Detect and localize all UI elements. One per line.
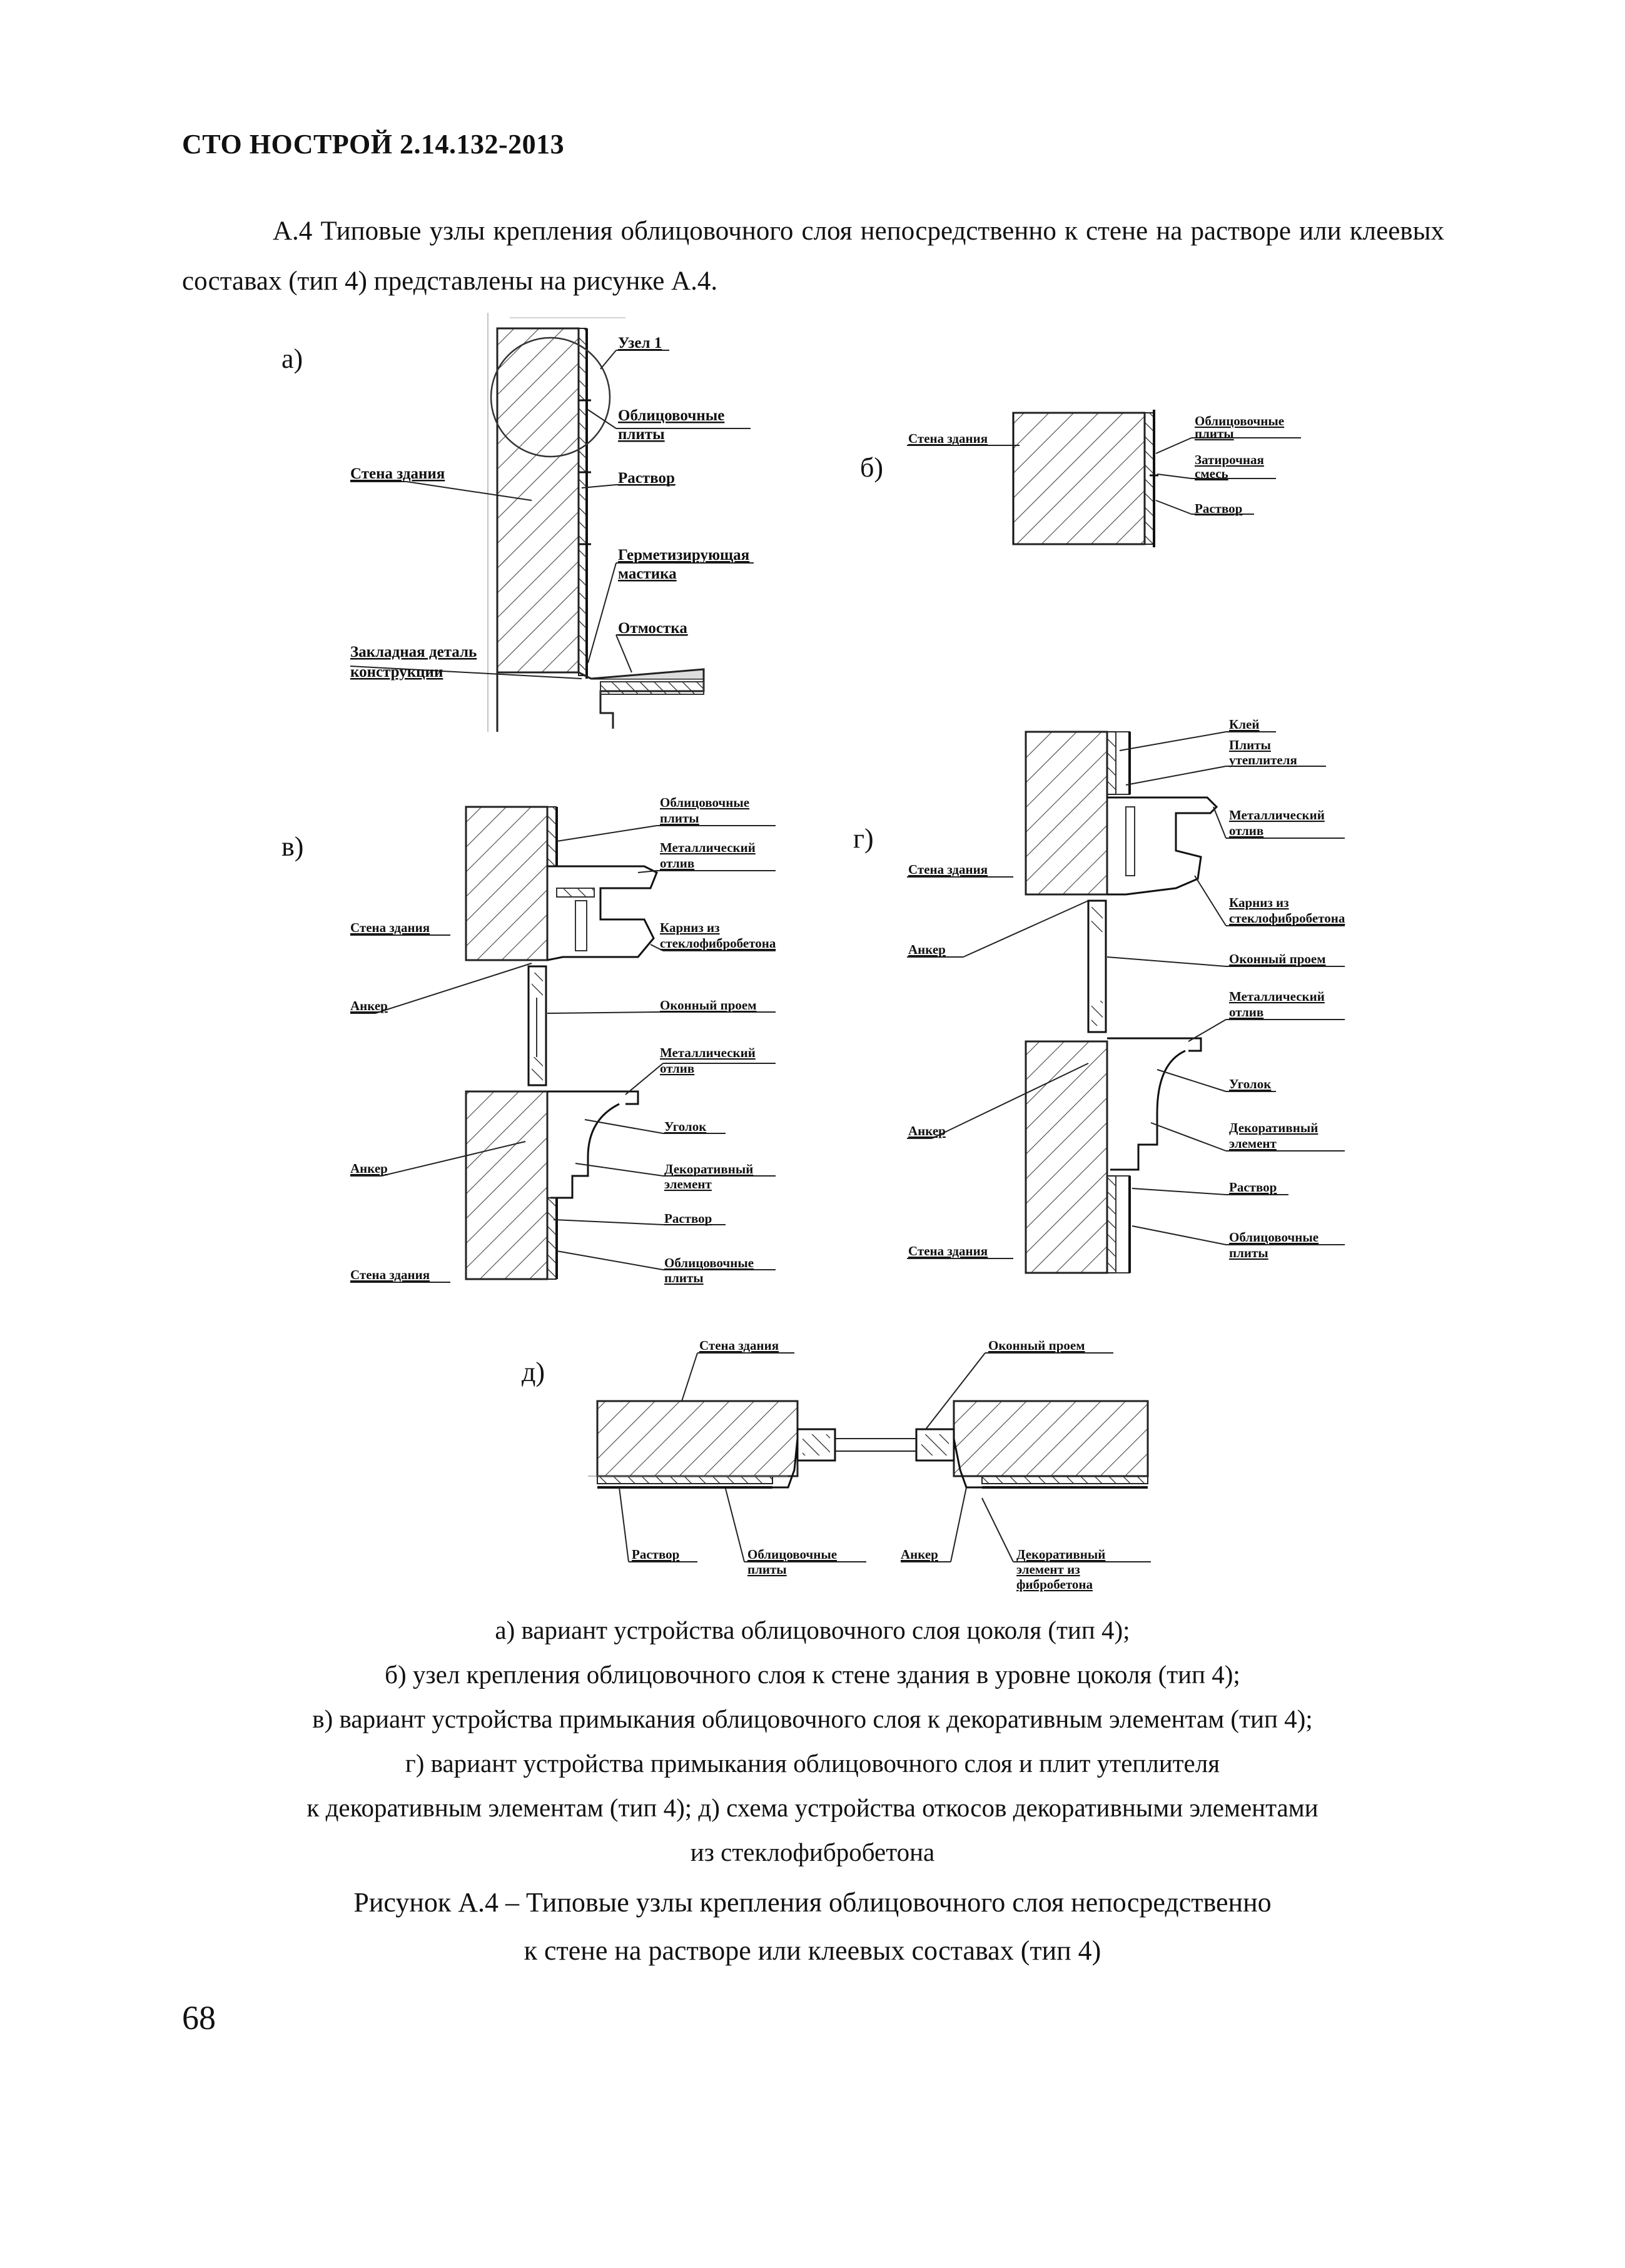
label-wall: Стена здания xyxy=(350,465,445,482)
label-embed-2: конструкции xyxy=(350,664,443,681)
caption-line: в) вариант устройства примыкания облицов… xyxy=(312,1704,1313,1733)
panel-d-labels: Стена здания Оконный проем Раствор Облиц… xyxy=(632,1338,1105,1592)
label-cornice-1: Карниз из xyxy=(1229,895,1289,910)
label-anchor-top: Анкер xyxy=(908,942,946,957)
panel-v-callouts xyxy=(350,825,776,1283)
label-mortar: Раствор xyxy=(664,1211,712,1226)
label-window: Оконный проем xyxy=(660,998,757,1013)
label-drip-bot-1: Металлический xyxy=(660,1045,756,1060)
panel-g-labels: Клей Плиты утеплителя Металлический отли… xyxy=(908,717,1345,1260)
label-mortar: Раствор xyxy=(632,1547,679,1562)
label-deco-3: фибробетона xyxy=(1016,1577,1093,1592)
caption-line: из стеклофибробетона xyxy=(690,1838,935,1866)
label-deco-1: Декоративный xyxy=(1016,1547,1105,1562)
label-window: Оконный проем xyxy=(988,1338,1085,1353)
label-drip-top-1: Металлический xyxy=(1229,807,1325,823)
label-wall: Стена здания xyxy=(908,431,988,446)
label-cornice-1: Карниз из xyxy=(660,920,720,935)
label-plates-2: плиты xyxy=(1229,1245,1268,1260)
label-sealant-2: мастика xyxy=(618,565,677,582)
label-plates-bot-1: Облицовочные xyxy=(664,1255,754,1270)
label-deco-1: Декоративный xyxy=(1229,1120,1318,1135)
label-drip-bot-2: отлив xyxy=(660,1061,694,1076)
intro-paragraph: А.4 Типовые узлы крепления облицовочного… xyxy=(182,216,1444,296)
panel-g-drawing xyxy=(1025,731,1218,1274)
label-drip-top-1: Металлический xyxy=(660,840,756,855)
panel-a-letter: а) xyxy=(281,343,303,374)
caption-line: б) узел крепления облицовочного слоя к с… xyxy=(385,1660,1240,1689)
panel-g-letter: г) xyxy=(853,823,874,854)
panel-a-drawing xyxy=(487,313,705,732)
figure-title-line: к стене на растворе или клеевых составах… xyxy=(524,1935,1101,1966)
label-mortar: Раствор xyxy=(1195,501,1242,516)
label-plates-top-2: плиты xyxy=(660,811,699,826)
label-wall: Стена здания xyxy=(699,1338,779,1353)
label-deco-2: элемент из xyxy=(1016,1562,1080,1577)
panel-b-callouts xyxy=(907,437,1301,515)
label-anchor-top: Анкер xyxy=(350,998,388,1013)
label-blind: Отмостка xyxy=(618,620,687,637)
page-number: 68 xyxy=(182,1999,216,2037)
label-drip-bot-1: Металлический xyxy=(1229,989,1325,1004)
label-grout-1: Затирочная xyxy=(1195,452,1264,467)
panel-a-callouts xyxy=(350,350,754,679)
label-deco-2: элемент xyxy=(664,1177,712,1192)
label-glue: Клей xyxy=(1229,717,1259,732)
label-mortar: Раствор xyxy=(618,470,675,487)
document-code-header: СТО НОСТРОЙ 2.14.132-2013 xyxy=(182,129,565,159)
label-plates-1: Облицовочные xyxy=(618,407,724,424)
label-insul-2: утеплителя xyxy=(1229,752,1297,767)
label-plates-2: плиты xyxy=(1195,426,1234,441)
panel-d-letter: д) xyxy=(522,1357,545,1387)
panel-a-labels: Узел 1 Облицовочные плиты Стена здания Р… xyxy=(350,335,749,681)
caption-line: а) вариант устройства облицовочного слоя… xyxy=(495,1616,1130,1644)
label-cornice-2: стеклофибробетона xyxy=(1229,911,1345,926)
panel-b-drawing xyxy=(1012,410,1158,547)
label-drip-bot-2: отлив xyxy=(1229,1005,1263,1020)
label-plates-2: плиты xyxy=(618,426,665,443)
label-node1: Узел 1 xyxy=(618,335,662,352)
label-wall-top: Стена здания xyxy=(350,920,430,935)
label-cornice-2: стеклофибробетона xyxy=(660,936,776,951)
label-wall-bot: Стена здания xyxy=(350,1267,430,1282)
label-anchor-bot: Анкер xyxy=(908,1123,946,1138)
label-plates-bot-2: плиты xyxy=(664,1270,704,1285)
panel-d-callouts xyxy=(619,1352,1151,1562)
label-anchor-bot: Анкер xyxy=(350,1161,388,1176)
label-insul-1: Плиты xyxy=(1229,737,1271,752)
panel-b-labels: Стена здания Облицовочные плиты Затирочн… xyxy=(908,413,1284,516)
panel-d-drawing xyxy=(588,1400,1149,1489)
panel-b-letter: б) xyxy=(860,452,884,483)
panel-v-labels: Облицовочные плиты Металлический отлив С… xyxy=(350,795,776,1285)
label-sealant-1: Герметизирующая xyxy=(618,547,749,564)
label-drip-top-2: отлив xyxy=(1229,823,1263,838)
label-wall-top: Стена здания xyxy=(908,862,988,877)
label-drip-top-2: отлив xyxy=(660,856,694,871)
label-plates-1: Облицовочные xyxy=(747,1547,837,1562)
label-anchor: Анкер xyxy=(901,1547,938,1562)
label-plates-1: Облицовочные xyxy=(1229,1230,1319,1245)
label-embed-1: Закладная деталь xyxy=(350,644,477,661)
panel-v-drawing xyxy=(465,806,658,1280)
figure-title-line: Рисунок А.4 – Типовые узлы крепления обл… xyxy=(353,1887,1272,1918)
label-wall-bot: Стена здания xyxy=(908,1243,988,1258)
label-deco-2: элемент xyxy=(1229,1136,1277,1151)
caption-line: к декоративным элементам (тип 4); д) схе… xyxy=(306,1793,1319,1822)
label-plates-top-1: Облицовочные xyxy=(660,795,749,810)
label-mortar: Раствор xyxy=(1229,1180,1277,1195)
label-grout-2: смесь xyxy=(1195,466,1228,481)
label-plates-2: плиты xyxy=(747,1562,787,1577)
panel-g-callouts xyxy=(907,731,1345,1259)
panel-v-letter: в) xyxy=(281,831,304,862)
label-angle: Уголок xyxy=(1229,1076,1272,1091)
label-deco-1: Декоративный xyxy=(664,1162,753,1177)
label-plates-1: Облицовочные xyxy=(1195,413,1284,428)
label-window: Оконный проем xyxy=(1229,951,1326,966)
label-angle: Уголок xyxy=(664,1119,707,1134)
caption-line: г) вариант устройства примыкания облицов… xyxy=(405,1749,1220,1778)
